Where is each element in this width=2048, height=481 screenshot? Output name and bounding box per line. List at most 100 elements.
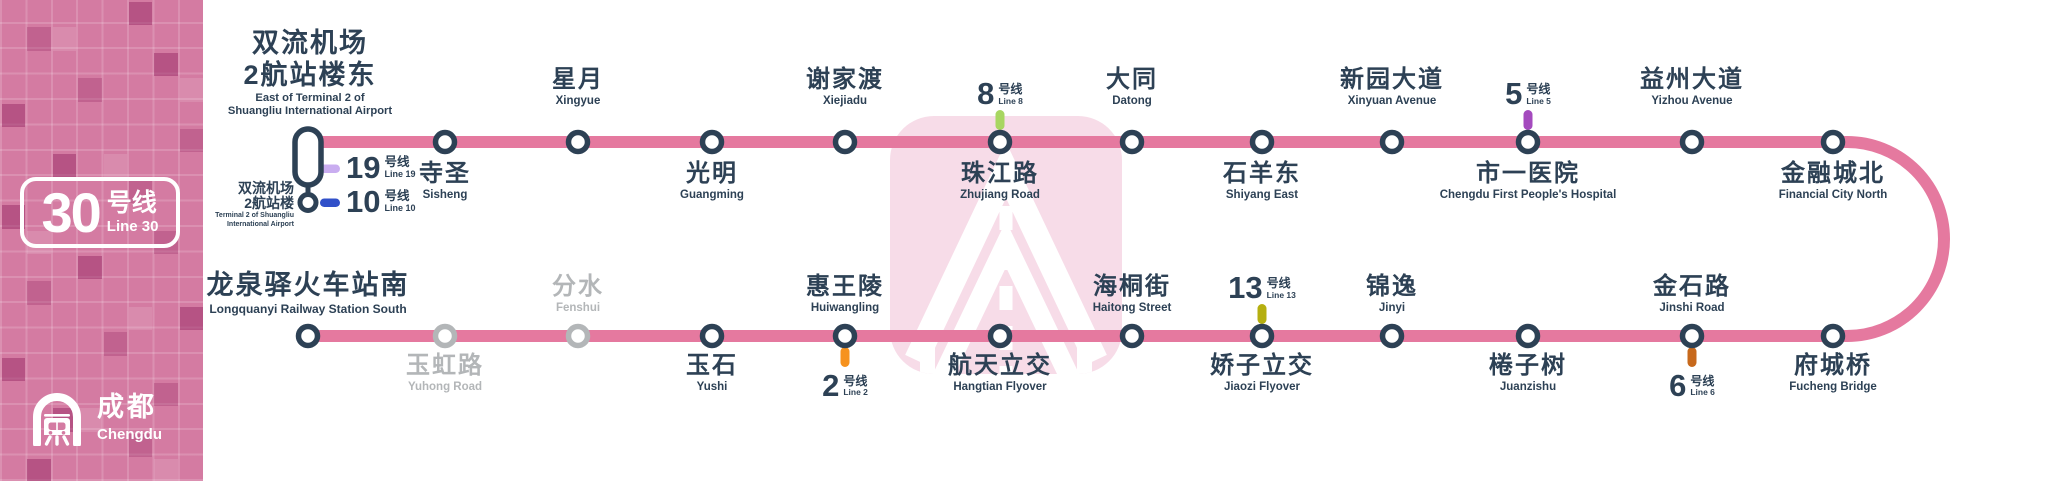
line19-suffix: 号线 — [384, 155, 410, 170]
mosaic-tile-dark — [179, 129, 204, 153]
mosaic-tile-dark — [52, 154, 77, 178]
airport-terminus-node — [292, 126, 340, 213]
mosaic-tile-dark — [27, 281, 51, 305]
mosaic-tile-dark — [27, 27, 51, 51]
station-circle-yuhong-road — [432, 323, 458, 349]
airport-t2-interchange-label: 双流机场 2航站楼 Terminal 2 of Shuangliu Intern… — [160, 180, 294, 229]
apt-zh-1: 双流机场 — [238, 180, 294, 196]
transfer-line-suffix: 号线 — [998, 82, 1023, 97]
station-name-en: Yushi — [696, 380, 728, 393]
mosaic-tile-dark — [2, 103, 26, 127]
station-name-en: Fucheng Bridge — [1789, 380, 1877, 393]
station-name-zh: 谢家渡 — [806, 66, 884, 94]
station-name-en: Xingyue — [555, 95, 601, 107]
station-name-en: Chengdu First People's Hospital — [1439, 188, 1617, 201]
line13-transfer-tick — [1257, 304, 1267, 324]
station-name-zh: 府城桥 — [1794, 352, 1872, 379]
station-name-en: Juanzishu — [1499, 380, 1557, 393]
station-name-en: Hangtian Flyover — [953, 380, 1047, 393]
mosaic-tile-light — [78, 408, 102, 432]
station-circle-juanzishu — [1515, 323, 1541, 349]
transfer-line-number: 2 — [822, 368, 840, 403]
station-name-en: Datong — [1112, 95, 1152, 107]
station-name-zh: 海桐街 — [1093, 273, 1171, 301]
transfer-line-number: 13 — [1228, 270, 1263, 306]
chengdu-metro-logo-icon — [33, 393, 81, 446]
station-label-airport-east-terminus: 双流机场 2航站楼东 East of Terminal 2 of Shuangl… — [228, 28, 392, 119]
station-name-en: Sisheng — [422, 188, 468, 201]
station-circle-jinyi — [1379, 323, 1405, 349]
station-circle-hangtian-flyover — [987, 323, 1013, 349]
mosaic-tile-dark — [129, 2, 153, 26]
station-name-zh: 金融城北 — [1781, 160, 1885, 187]
line6-transfer-tick — [1687, 347, 1697, 367]
station-circle-xiejiadu — [832, 129, 858, 155]
station-circle-zhujiang-road — [987, 129, 1013, 155]
station-name-zh: 锦逸 — [1366, 273, 1418, 301]
mosaic-tile-dark — [154, 52, 178, 77]
line-number-badge: 30 号线 Line 30 — [20, 177, 180, 248]
station-circle-huiwangling — [832, 323, 858, 349]
brand-en: Chengdu — [97, 426, 162, 443]
station-name-en: Guangming — [680, 188, 744, 201]
station-circle-xinyuan-avenue — [1379, 129, 1405, 155]
station-name-zh: 寺圣 — [419, 160, 471, 187]
mosaic-tile-dark — [179, 306, 204, 331]
station-name-en: Yizhou Avenue — [1651, 95, 1733, 107]
station-name-zh: 金石路 — [1653, 273, 1731, 301]
mosaic-tile-light — [103, 154, 127, 178]
brand-zh: 成都 — [97, 392, 157, 422]
station-name-zh: 玉虹路 — [406, 352, 484, 379]
station-name-zh: 惠王陵 — [806, 273, 884, 301]
mosaic-tile-light — [179, 78, 204, 102]
mosaic-tile-dark — [129, 179, 153, 204]
mosaic-tile-dark — [27, 459, 51, 481]
station-name-zh: 航天立交 — [948, 352, 1052, 379]
transfer-line-en: Line 13 — [1266, 289, 1296, 300]
terminus-en-2: Shuangliu International Airport — [227, 105, 393, 118]
station-circle-fucheng-bridge — [1820, 323, 1846, 349]
station-name-zh: 星月 — [552, 66, 604, 94]
station-circle-financial-city-north — [1820, 129, 1846, 155]
transfer-line-en: Line 5 — [1526, 95, 1551, 106]
station-name-en: Financial City North — [1778, 188, 1888, 201]
station-circle-xingyue — [565, 129, 591, 155]
mosaic-tile-dark — [129, 433, 153, 458]
station-circle-guangming — [699, 129, 725, 155]
transfer-line-suffix: 号线 — [1526, 82, 1551, 97]
station-circle-yushi — [699, 323, 725, 349]
line19-en: Line 19 — [384, 169, 416, 180]
line5-transfer-tick — [1523, 110, 1533, 130]
station-name-zh: 玉石 — [686, 352, 738, 379]
brand: 成都 Chengdu — [30, 390, 162, 446]
station-circle-datong — [1119, 129, 1145, 155]
station-name-zh: 新园大道 — [1340, 66, 1444, 94]
station-name-zh: 市一医院 — [1475, 160, 1580, 187]
transfer-line-suffix: 号线 — [1266, 276, 1291, 291]
apt-zh-2: 2航站楼 — [244, 195, 294, 212]
transfer-line-number: 8 — [977, 76, 995, 112]
mosaic-tile-dark — [78, 256, 102, 280]
station-name-en: Longquanyi Railway Station South — [209, 302, 407, 316]
terminus-en-1: East of Terminal 2 of — [255, 91, 365, 104]
mosaic-tile-dark — [2, 357, 26, 381]
apt-en-2: International Airport — [226, 220, 294, 228]
